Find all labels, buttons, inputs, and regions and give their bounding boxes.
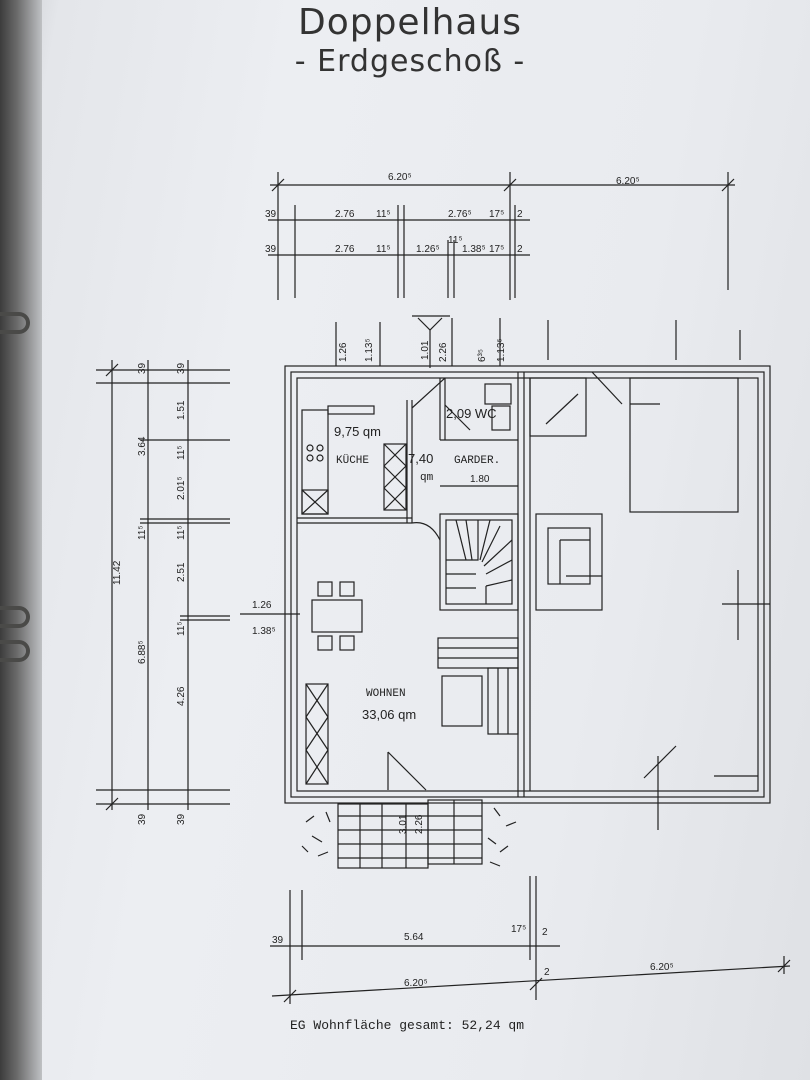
dim-door: 3.01: [398, 814, 409, 834]
page-subtitle: - Erdgeschoß -: [294, 44, 526, 79]
wc-label: 2,09 WC: [446, 406, 497, 421]
terrace-paving: [301, 799, 517, 869]
dim-top-r1: 2.76⁵: [448, 209, 472, 220]
dim-left: 4.26: [176, 686, 187, 706]
dim-left: 11⁵: [176, 525, 187, 540]
dim-top-r1: 39: [265, 209, 277, 220]
kitchen-label: KÜCHE: [336, 454, 369, 467]
dim-window: 1.13⁵: [496, 338, 507, 362]
dim-window: 2.26: [438, 342, 449, 362]
kitchen-area: 9,75 qm: [334, 424, 381, 439]
dim-left: 6.88⁵: [137, 640, 148, 664]
garderobe-area: 7,40: [408, 451, 433, 466]
dim-top-r2: 2.76: [335, 244, 355, 255]
dim-top-r2: 1.26⁵: [416, 244, 440, 255]
dim-top-r2: 17⁵: [489, 244, 504, 255]
kitchen-counters: [301, 405, 441, 541]
top-dimension-chains: [268, 172, 735, 300]
dim-bottom-r1: 39: [272, 935, 284, 946]
total-living-area: EG Wohnfläche gesamt: 52,24 qm: [290, 1018, 525, 1033]
binder-ring: [0, 640, 30, 662]
dim-bottom-r1: 2: [542, 927, 548, 938]
living-area: 33,06 qm: [362, 707, 416, 722]
dim-window: 1.01: [420, 340, 431, 360]
dim-top-r1: 2.76: [335, 209, 355, 220]
garderobe-unit: qm: [420, 472, 434, 484]
garderobe-label: GARDER.: [454, 455, 500, 467]
dim-top-r1: 17⁵: [489, 209, 504, 220]
staircase: [439, 513, 519, 611]
interior-walls: [297, 377, 518, 524]
page-title: Doppelhaus: [297, 2, 523, 43]
dim-window-left: 1.38⁵: [252, 626, 276, 637]
dim-bottom-overall-right: 6.20⁵: [650, 962, 674, 973]
dim-door: 2.26: [414, 814, 425, 834]
dim-bottom-r1: 5.64: [404, 932, 424, 943]
dim-top-r2: 1.38⁵: [462, 244, 486, 255]
binder-ring: [0, 312, 30, 334]
garderobe-width: 1.80: [470, 474, 490, 485]
dim-left: 2.51: [176, 562, 187, 582]
dim-left: 2.01⁵: [176, 476, 187, 500]
dim-window-left: 1.26: [252, 600, 272, 611]
right-unit: [529, 320, 770, 830]
wc-fixtures: [444, 383, 512, 431]
entrance-marker: [335, 315, 501, 368]
dim-top-r1: 11⁵: [376, 209, 391, 220]
dim-left: 1.51: [176, 400, 187, 420]
dim-top-r2: 39: [265, 244, 277, 255]
binder-edge: [0, 0, 42, 1080]
dim-left: 11⁵: [176, 445, 187, 460]
dim-window: 6³⁵: [477, 349, 488, 362]
living-furniture: [305, 637, 519, 791]
dim-bottom-overall-left: 6.20⁵: [404, 978, 428, 989]
bottom-dimension-chains: [270, 876, 791, 1004]
dim-left: 3.64: [137, 436, 148, 456]
dining-table: [311, 581, 363, 651]
binder-ring: [0, 606, 30, 628]
dim-top-r2: 11⁵: [376, 244, 391, 255]
dim-bottom-r1: 17⁵: [511, 924, 526, 935]
dim-window: 1.26: [338, 342, 349, 362]
dim-window: 1.13⁵: [364, 338, 375, 362]
dim-left: 11⁵: [137, 525, 148, 540]
dim-top-r2: 2: [517, 244, 523, 255]
dim-top-overall-left: 6.20⁵: [388, 172, 412, 183]
living-label: WOHNEN: [366, 688, 406, 700]
dim-left: 39: [137, 813, 148, 825]
dim-left: 39: [176, 362, 187, 374]
dim-left: 39: [176, 813, 187, 825]
dim-left: 39: [137, 362, 148, 374]
dim-bottom-mid: 2: [544, 967, 550, 978]
dim-top-r1: 2: [517, 209, 523, 220]
left-dimension-chains: [96, 360, 300, 811]
dim-left: 11⁵: [176, 621, 187, 636]
dim-top-r2: 11⁵: [448, 235, 463, 246]
dim-left-overall: 11.42: [112, 560, 123, 585]
dim-top-overall-right: 6.20⁵: [616, 176, 640, 187]
